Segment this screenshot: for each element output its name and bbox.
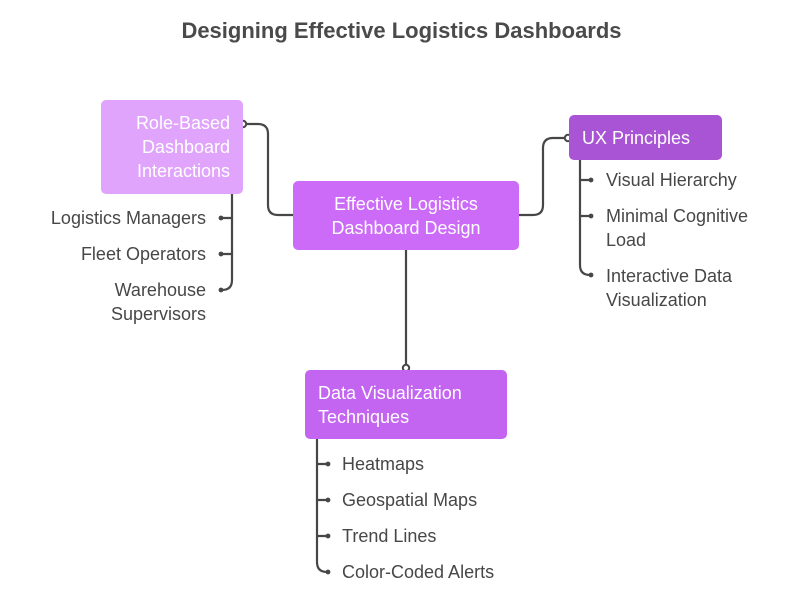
leaf-label: Geospatial Maps bbox=[342, 490, 478, 510]
leaf-dot bbox=[325, 533, 331, 539]
leaf-interactive-data-visualization: Interactive Data Visualization bbox=[606, 264, 732, 312]
leaf-geospatial-maps: Geospatial Maps bbox=[342, 488, 477, 512]
leaf-label: Logistics Managers bbox=[50, 208, 206, 228]
leaf-minimal-cognitive-load: Minimal Cognitive Load bbox=[606, 204, 748, 252]
leaf-label-line: Supervisors bbox=[110, 304, 206, 324]
leaf-dot bbox=[588, 177, 594, 183]
node-label-line: Role-Based bbox=[135, 113, 230, 133]
node-label-line: Dashboard Design bbox=[331, 217, 481, 238]
leaf-dot bbox=[325, 569, 331, 575]
leaf-dot bbox=[218, 251, 224, 257]
diagram-title: Designing Effective Logistics Dashboards bbox=[181, 18, 622, 43]
connector-center-role bbox=[243, 122, 295, 217]
node-label-line: Techniques bbox=[318, 406, 410, 427]
leaf-warehouse-supervisors: Warehouse Supervisors bbox=[111, 278, 206, 326]
leaf-dot bbox=[325, 497, 331, 503]
leaf-color-coded-alerts: Color-Coded Alerts bbox=[342, 560, 494, 584]
connector-role-children bbox=[220, 192, 234, 292]
node-label-line: Dashboard bbox=[141, 137, 230, 157]
leaf-label: Fleet Operators bbox=[80, 244, 206, 264]
leaf-label-line: Warehouse bbox=[114, 280, 206, 300]
leaf-dot bbox=[588, 272, 594, 278]
leaf-dot bbox=[218, 287, 224, 293]
leaf-label: Heatmaps bbox=[342, 454, 425, 474]
leaf-dot bbox=[588, 213, 594, 219]
leaf-logistics-managers: Logistics Managers bbox=[51, 206, 206, 230]
node-label-line: Interactions bbox=[136, 161, 230, 181]
node-label-line: UX Principles bbox=[582, 127, 691, 148]
connector-center-ux bbox=[517, 136, 568, 217]
leaf-visual-hierarchy: Visual Hierarchy bbox=[606, 168, 737, 192]
leaf-label-line: Interactive Data bbox=[606, 266, 733, 286]
leaf-label-line: Visualization bbox=[606, 290, 707, 310]
node-center-topic[interactable]: Effective Logistics Dashboard Design bbox=[293, 181, 519, 250]
leaf-dot bbox=[218, 215, 224, 221]
node-label-line: Effective Logistics bbox=[334, 193, 478, 214]
node-data-visualization-techniques[interactable]: Data Visualization Techniques bbox=[305, 370, 507, 439]
leaf-label: Color-Coded Alerts bbox=[342, 562, 495, 582]
node-label-line: Data Visualization bbox=[318, 382, 462, 403]
leaf-label: Trend Lines bbox=[342, 526, 437, 546]
connector-ux-children bbox=[578, 158, 592, 277]
leaf-fleet-operators: Fleet Operators bbox=[81, 242, 206, 266]
leaf-dot bbox=[325, 461, 331, 467]
connector-dataviz-children bbox=[315, 437, 329, 574]
leaf-label-line: Minimal Cognitive bbox=[606, 206, 749, 226]
leaf-heatmaps: Heatmaps bbox=[342, 452, 424, 476]
leaf-label-line: Load bbox=[606, 230, 647, 250]
node-ux-principles[interactable]: UX Principles bbox=[569, 115, 722, 160]
leaf-label: Visual Hierarchy bbox=[606, 170, 737, 190]
leaf-trend-lines: Trend Lines bbox=[342, 524, 436, 548]
node-role-based-interactions[interactable]: Role-Based Dashboard Interactions bbox=[101, 100, 243, 194]
